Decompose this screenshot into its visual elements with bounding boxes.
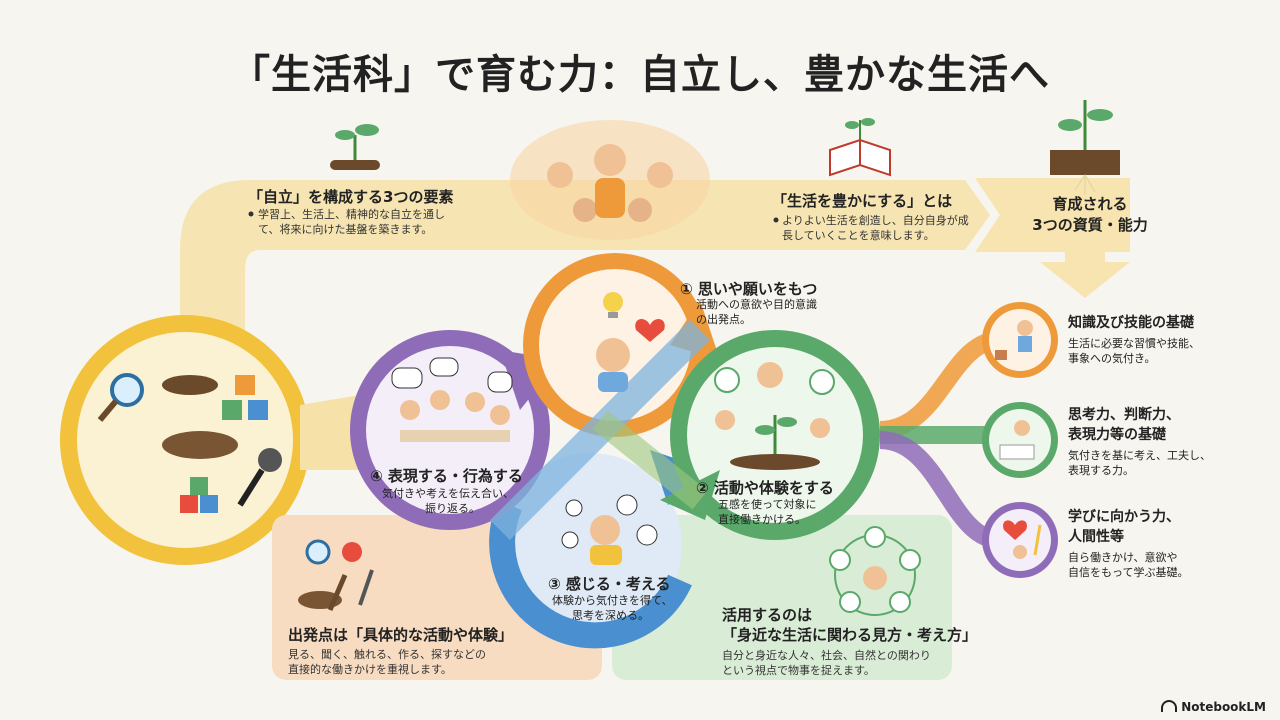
step-1-desc-2: の出発点。	[696, 313, 751, 326]
quality-2-desc-2: 表現する力。	[1068, 464, 1134, 477]
magnifier-icon	[97, 373, 144, 422]
enrich-body: よりよい生活を創造し、自分自身が成長していくことを意味します。	[782, 214, 969, 242]
notebooklm-logo-icon	[1161, 700, 1178, 712]
child-face-icon	[596, 338, 630, 392]
step-1-desc-1: 活動への意欲や目的意識	[696, 298, 817, 311]
quality-1-title-1: 知識及び技能の基礎	[1068, 315, 1194, 331]
quality-3-title-1: 学びに向かう力、	[1068, 509, 1180, 525]
qualities-heading-1: 育成される	[1052, 195, 1128, 213]
use-box-desc-1: 自分と身近な人々、社会、自然との関わり	[722, 649, 931, 662]
step-2-desc-1: 五感を使って対象に	[718, 498, 817, 511]
notebooklm-label: NotebookLM	[1181, 700, 1266, 714]
enrich-heading: 「生活を豊かにする」とは	[772, 192, 953, 210]
autonomy-heading: 「自立」を構成する3つの要素	[248, 188, 454, 206]
lightbulb-icon	[603, 292, 623, 318]
branch-knowledge	[879, 331, 1001, 439]
five-senses-icon	[714, 362, 835, 470]
tools-icon	[298, 539, 374, 611]
children-group-icon	[510, 120, 710, 240]
qualities-arrow	[975, 178, 1130, 298]
qualities-heading-2: 3つの資質・能力	[1032, 216, 1148, 234]
step-2-desc-2: 直接働きかける。	[718, 513, 806, 526]
step-4-desc-1: 気付きや考えを伝え合い、	[382, 487, 514, 500]
step-3-title: ③ 感じる・考える	[548, 575, 671, 593]
top-banner-arrow	[180, 180, 990, 330]
quality-2-desc-1: 気付きを基に考え、工夫し、	[1068, 449, 1211, 462]
children-discussing-icon	[400, 390, 510, 442]
step-4-desc-2: 振り返る。	[425, 502, 480, 515]
heart-child-icon	[1003, 520, 1042, 559]
use-box-title-1: 活用するのは	[722, 606, 813, 624]
quality-1-desc-1: 生活に必要な習慣や技能、	[1068, 337, 1200, 350]
page-title: 「生活科」で育む力：自立し、豊かな生活へ	[230, 52, 1050, 98]
watering-child-icon	[995, 320, 1033, 360]
connections-icon	[829, 526, 921, 616]
sprout-icon	[330, 124, 380, 170]
quality-3-desc-2: 自信をもって学ぶ基礎。	[1068, 566, 1189, 579]
quality-2-title-1: 思考力、判断力、	[1068, 407, 1180, 423]
notebooklm-badge: NotebookLM	[1161, 700, 1266, 714]
quality-1-desc-2: 事象への気付き。	[1068, 352, 1156, 365]
bullet-enrich	[773, 217, 779, 223]
drawing-child-icon	[999, 420, 1035, 460]
step-4-title: ④ 表現する・行為する	[370, 467, 523, 485]
use-box-desc-2: という視点で物事を捉えます。	[722, 664, 875, 677]
quality-circle-thinking-inner	[989, 409, 1051, 471]
bullet-autonomy	[248, 211, 254, 217]
use-box-bg	[612, 515, 952, 680]
step-3-desc-1: 体験から気付きを得て、	[552, 594, 673, 607]
quality-2-title-2: 表現力等の基礎	[1068, 427, 1166, 443]
cycle-band-2	[592, 410, 708, 510]
thinking-child-icon	[561, 494, 658, 565]
start-box-title: 出発点は「具体的な活動や体験」	[288, 626, 514, 644]
plant-roots-icon	[1050, 100, 1120, 195]
use-box-title-2: 「身近な生活に関わる見方・考え方」	[722, 626, 978, 644]
microphone-icon	[237, 448, 282, 507]
speech-bubbles-icon	[391, 357, 513, 393]
book-icon	[829, 118, 891, 177]
quality-3-desc-1: 自ら働きかけ、意欲や	[1068, 551, 1178, 564]
heart-icon	[635, 318, 665, 342]
start-box-desc-1: 見る、聞く、触れる、作る、探すなどの	[288, 648, 486, 661]
think-arc	[489, 499, 692, 649]
quality-circle-motivation-inner	[989, 509, 1051, 571]
soil-icon	[162, 375, 238, 459]
step-2-title: ② 活動や体験をする	[696, 479, 834, 497]
blocks-icon	[180, 375, 268, 513]
step-3-desc-2: 思考を深める。	[572, 609, 649, 622]
start-box-desc-2: 直接的な働きかけを重視します。	[288, 663, 452, 676]
step-1-title: ① 思いや願いをもつ	[680, 280, 818, 298]
autonomy-body: 学習上、生活上、精神的な自立を通して、将来に向けた基盤を築きます。	[258, 208, 445, 236]
quality-3-title-2: 人間性等	[1068, 529, 1124, 545]
yellow-band	[300, 395, 360, 470]
